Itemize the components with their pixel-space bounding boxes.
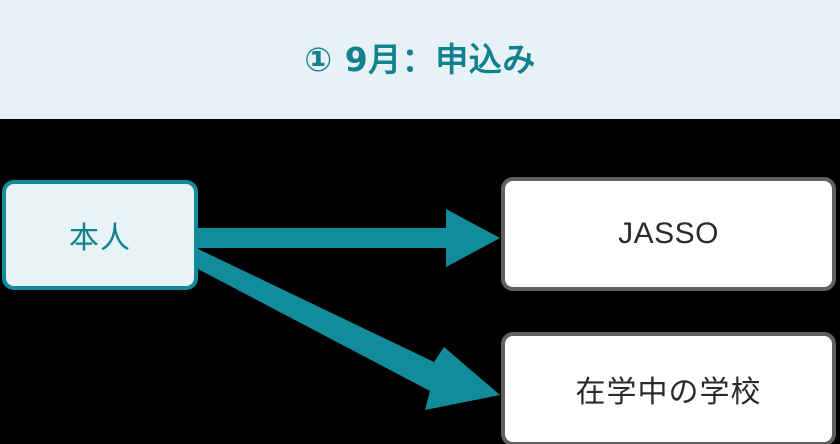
node-school[interactable]: 在学中の学校 [501, 332, 836, 444]
node-jasso[interactable]: JASSO [501, 177, 836, 291]
node-jasso-label: JASSO [618, 217, 719, 250]
header-band: ① 9月：申込み [0, 0, 840, 119]
diagram-area: 本人 JASSO 在学中の学校 [0, 119, 840, 444]
page-title: ① 9月：申込み [304, 40, 536, 79]
arrow-self-to-school [196, 248, 500, 410]
arrow-self-to-jasso [196, 209, 500, 267]
node-self[interactable]: 本人 [2, 180, 198, 290]
node-self-label: 本人 [69, 221, 131, 256]
node-school-label: 在学中の学校 [575, 375, 762, 410]
